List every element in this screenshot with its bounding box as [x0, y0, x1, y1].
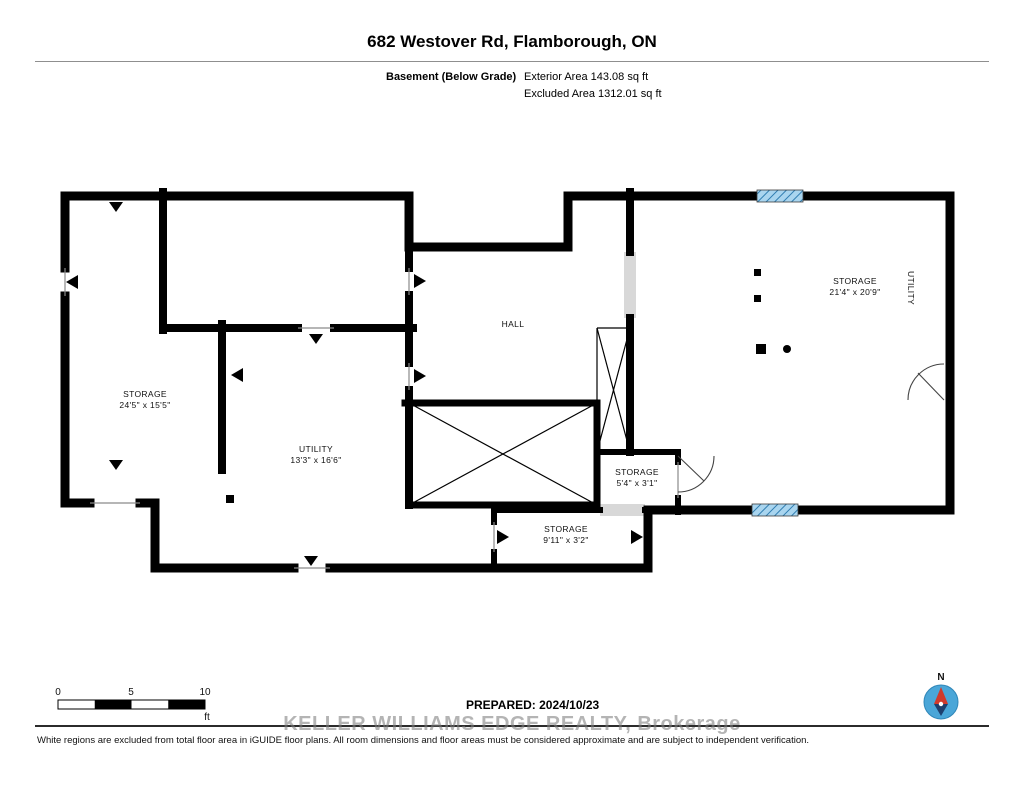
door-swing-arc: [907, 363, 945, 401]
scale-label-5: 5: [128, 687, 134, 698]
opening-hall-to-storage: [624, 252, 636, 318]
walls-interior: [159, 188, 634, 509]
exterior-area-text: Exterior Area 143.08 sq ft: [524, 71, 649, 83]
room-dims-storage-left: 24'5" x 15'5": [119, 400, 170, 410]
opening-small-storage: [600, 504, 645, 516]
floor-label: Basement (Below Grade): [386, 71, 517, 83]
room-dims-utility: 13'3" x 16'6": [290, 455, 341, 465]
room-dims-storage-small: 5'4" x 3'1": [616, 478, 657, 488]
entry-arrows: [66, 202, 643, 566]
door-swing-arc: [677, 455, 715, 493]
walls-light: [491, 449, 681, 571]
stairs-x: [596, 327, 631, 453]
room-label-storage-bottom: STORAGE: [544, 524, 588, 534]
entry-arrow-right: [631, 530, 643, 544]
room-label-utility-closet: UTILITY: [906, 271, 916, 305]
stairs-x-diagonal: [596, 327, 631, 453]
disclaimer-text: White regions are excluded from total fl…: [37, 735, 810, 746]
scale-bar-segment: [168, 700, 205, 709]
excluded-area-x: [408, 402, 598, 506]
room-label-storage-left: STORAGE: [123, 389, 167, 399]
room-dims-storage-bottom: 9'11" x 3'2": [543, 535, 588, 545]
page-title: 682 Westover Rd, Flamborough, ON: [367, 32, 657, 51]
footer-divider: [35, 725, 989, 727]
brokerage-watermark: KELLER WILLIAMS EDGE REALTY, Brokerage: [283, 713, 741, 735]
compass-n-label: N: [937, 672, 944, 683]
prepared-date: PREPARED: 2024/10/23: [466, 698, 600, 712]
post-marker: [756, 344, 766, 354]
entry-arrow-right: [497, 530, 509, 544]
door-swings: [677, 363, 945, 493]
window-bottom: [751, 503, 799, 517]
scale-label-0: 0: [55, 687, 61, 698]
door-leaf: [917, 372, 945, 401]
scale-bar-segment: [94, 700, 132, 709]
posts: [226, 269, 791, 503]
scale-unit: ft: [204, 712, 210, 723]
entry-arrow-down: [109, 460, 123, 470]
compass: N: [923, 672, 959, 720]
entry-arrow-right: [414, 274, 426, 288]
room-label-storage-small: STORAGE: [615, 467, 659, 477]
room-labels: STORAGE 24'5" x 15'5" UTILITY 13'3" x 16…: [119, 271, 916, 545]
room-label-storage-right: STORAGE: [833, 276, 877, 286]
room-label-hall: HALL: [502, 319, 525, 329]
compass-needle-south: [934, 704, 948, 716]
compass-needle-north: [934, 687, 948, 704]
drain-marker: [783, 345, 791, 353]
scale-bar: 0 5 10 ft: [55, 687, 211, 723]
entry-arrow-left: [231, 368, 243, 382]
entry-arrow-down: [109, 202, 123, 212]
excluded-area-text: Excluded Area 1312.01 sq ft: [524, 88, 662, 100]
entry-arrow-down: [304, 556, 318, 566]
excluded-x-diagonal: [408, 402, 598, 506]
room-dims-storage-right: 21'4" x 20'9": [829, 287, 880, 297]
walls-outer: [60, 191, 955, 573]
door-openings: [600, 252, 645, 516]
entry-arrow-left: [66, 275, 78, 289]
windows: [751, 189, 804, 517]
post-marker: [226, 495, 234, 503]
post-marker: [754, 269, 761, 276]
entry-arrow-right: [414, 369, 426, 383]
entry-arrow-down: [309, 334, 323, 344]
room-label-utility: UTILITY: [299, 444, 333, 454]
compass-pivot: [938, 701, 944, 707]
window-top: [756, 189, 804, 203]
post-marker: [754, 295, 761, 302]
scale-label-10: 10: [199, 687, 211, 698]
door-leaf: [677, 455, 705, 482]
header-divider: [35, 61, 989, 62]
